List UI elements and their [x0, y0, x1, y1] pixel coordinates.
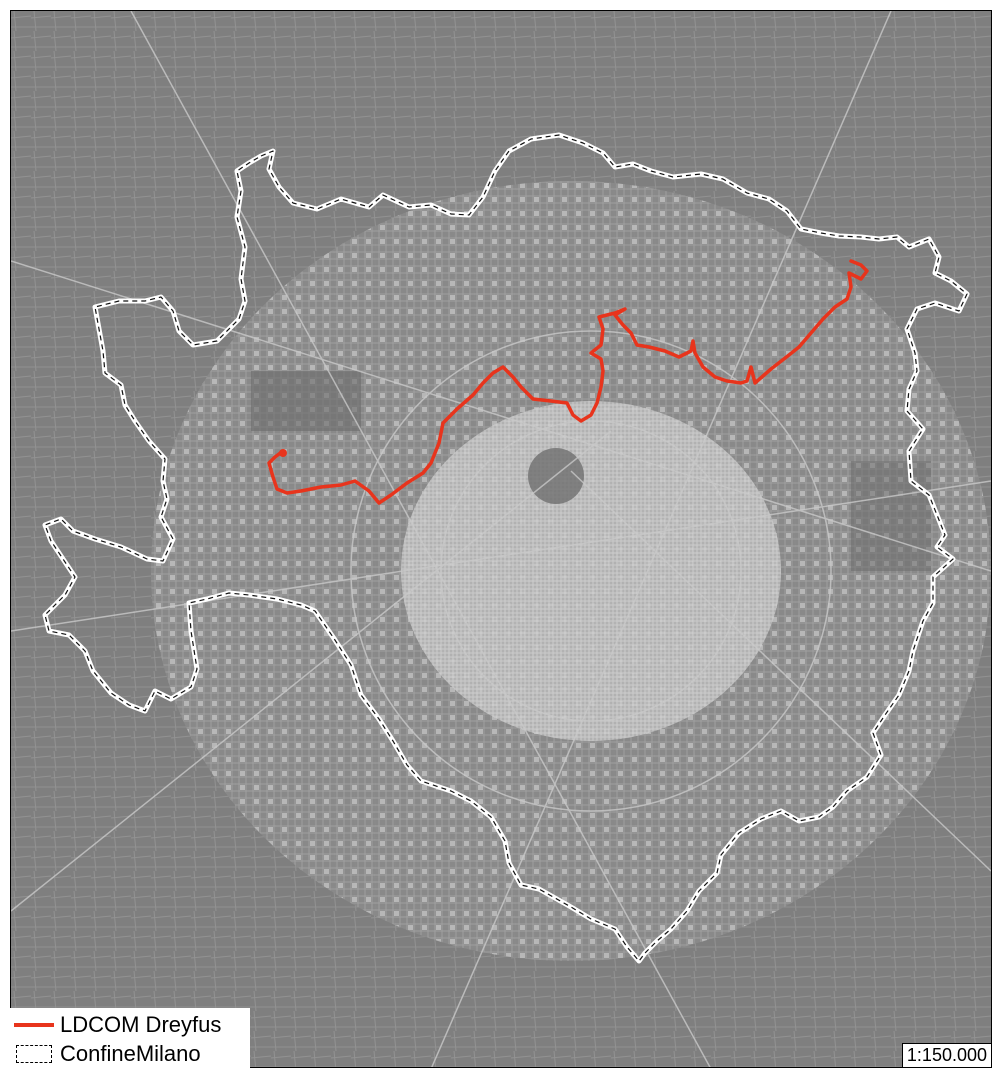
legend-label: LDCOM Dreyfus — [60, 1012, 222, 1037]
map-legend: LDCOM Dreyfus ConfineMilano — [10, 1008, 250, 1069]
dashed-box-icon — [14, 1043, 54, 1065]
legend-label: ConfineMilano — [60, 1041, 201, 1066]
map-canvas[interactable] — [10, 10, 992, 1068]
legend-item-confine-milano: ConfineMilano — [10, 1040, 201, 1068]
road-network — [11, 11, 991, 1067]
park-area — [851, 461, 931, 571]
municipal-boundary-dash — [44, 134, 968, 962]
ldcom-dreyfus-route — [267, 259, 869, 505]
red-line-icon — [14, 1014, 54, 1036]
municipal-boundary — [42, 132, 970, 964]
castle-area — [528, 448, 584, 504]
legend-item-ldcom-dreyfus: LDCOM Dreyfus — [10, 1011, 221, 1039]
route-start-marker — [279, 449, 287, 457]
park-area — [251, 371, 361, 431]
map-svg — [11, 11, 991, 1067]
map-scale: 1:150.000 — [901, 1043, 992, 1068]
city-center-area — [401, 401, 781, 741]
